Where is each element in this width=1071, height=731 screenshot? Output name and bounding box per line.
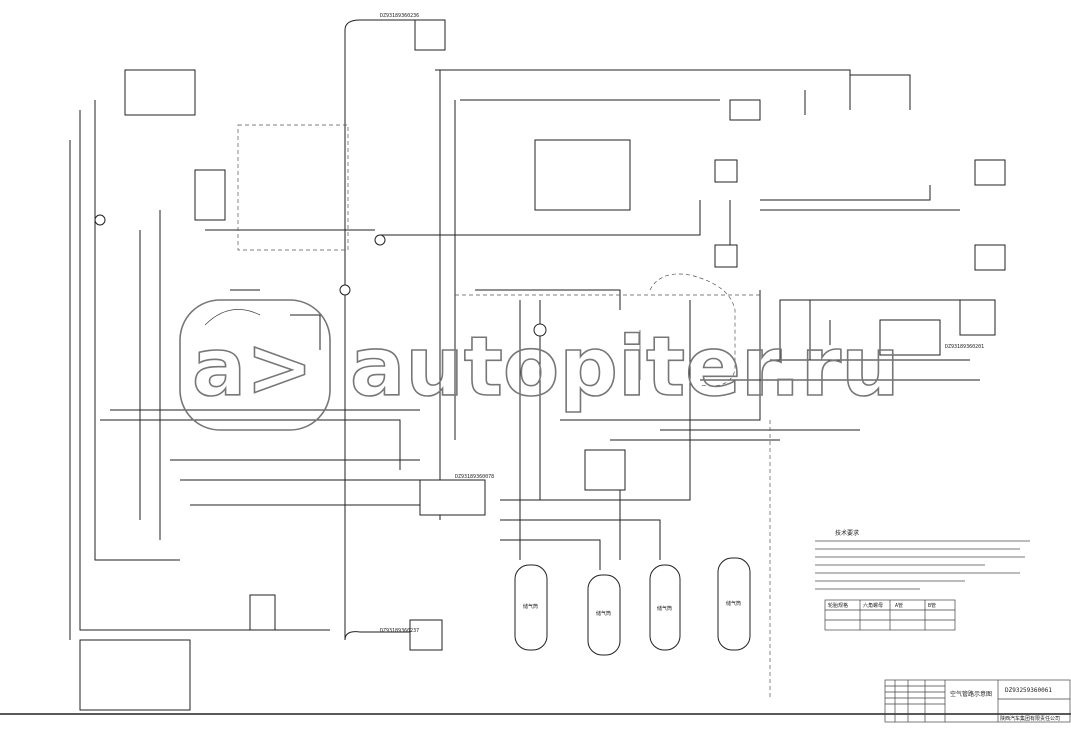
tank-label: 储气筒 [657,605,672,612]
drawing-title: 空气管路示意图 [950,690,992,698]
svg-text:轮胎规格: 轮胎规格 [828,602,848,609]
air-tank-1 [514,564,548,651]
company-name: 陕西汽车集团有限责任公司 [1000,715,1060,722]
svg-text:DZ93189360201: DZ93189360201 [945,344,984,350]
tank-label: 储气筒 [523,603,538,610]
tank-label: 储气筒 [726,600,741,607]
tank-label: 储气筒 [596,610,611,617]
svg-text:DZ93189360236: DZ93189360236 [380,13,419,19]
air-tank-4 [717,557,751,651]
svg-text:A管: A管 [895,602,903,609]
svg-text:DZ93189360078: DZ93189360078 [455,474,494,480]
svg-text:六角螺母: 六角螺母 [863,602,883,609]
air-tank-2 [587,574,621,656]
pipe-lines [69,19,991,700]
svg-text:a>: a> [192,321,313,414]
part-labels: DZ93189360236 DZ93189360237 DZ9318936007… [380,13,984,634]
svg-text:B管: B管 [928,602,936,609]
title-block: 空气管路示意图 DZ93259360061 陕西汽车集团有限责任公司 [0,679,1071,723]
svg-text:autopiter.ru: autopiter.ru [350,320,900,415]
air-tanks: 储气筒 储气筒 储气筒 储气筒 [514,557,751,656]
technical-notes: 技术要求 轮胎规格 六角螺母 A管 B管 [815,529,1030,631]
components [79,19,1006,711]
air-tank-3 [649,564,681,651]
drawing-number: DZ93259360061 [1005,687,1052,694]
svg-text:技术要求: 技术要求 [835,529,859,537]
svg-text:DZ93189360237: DZ93189360237 [380,628,419,634]
watermark: a> autopiter.ru [179,299,900,431]
